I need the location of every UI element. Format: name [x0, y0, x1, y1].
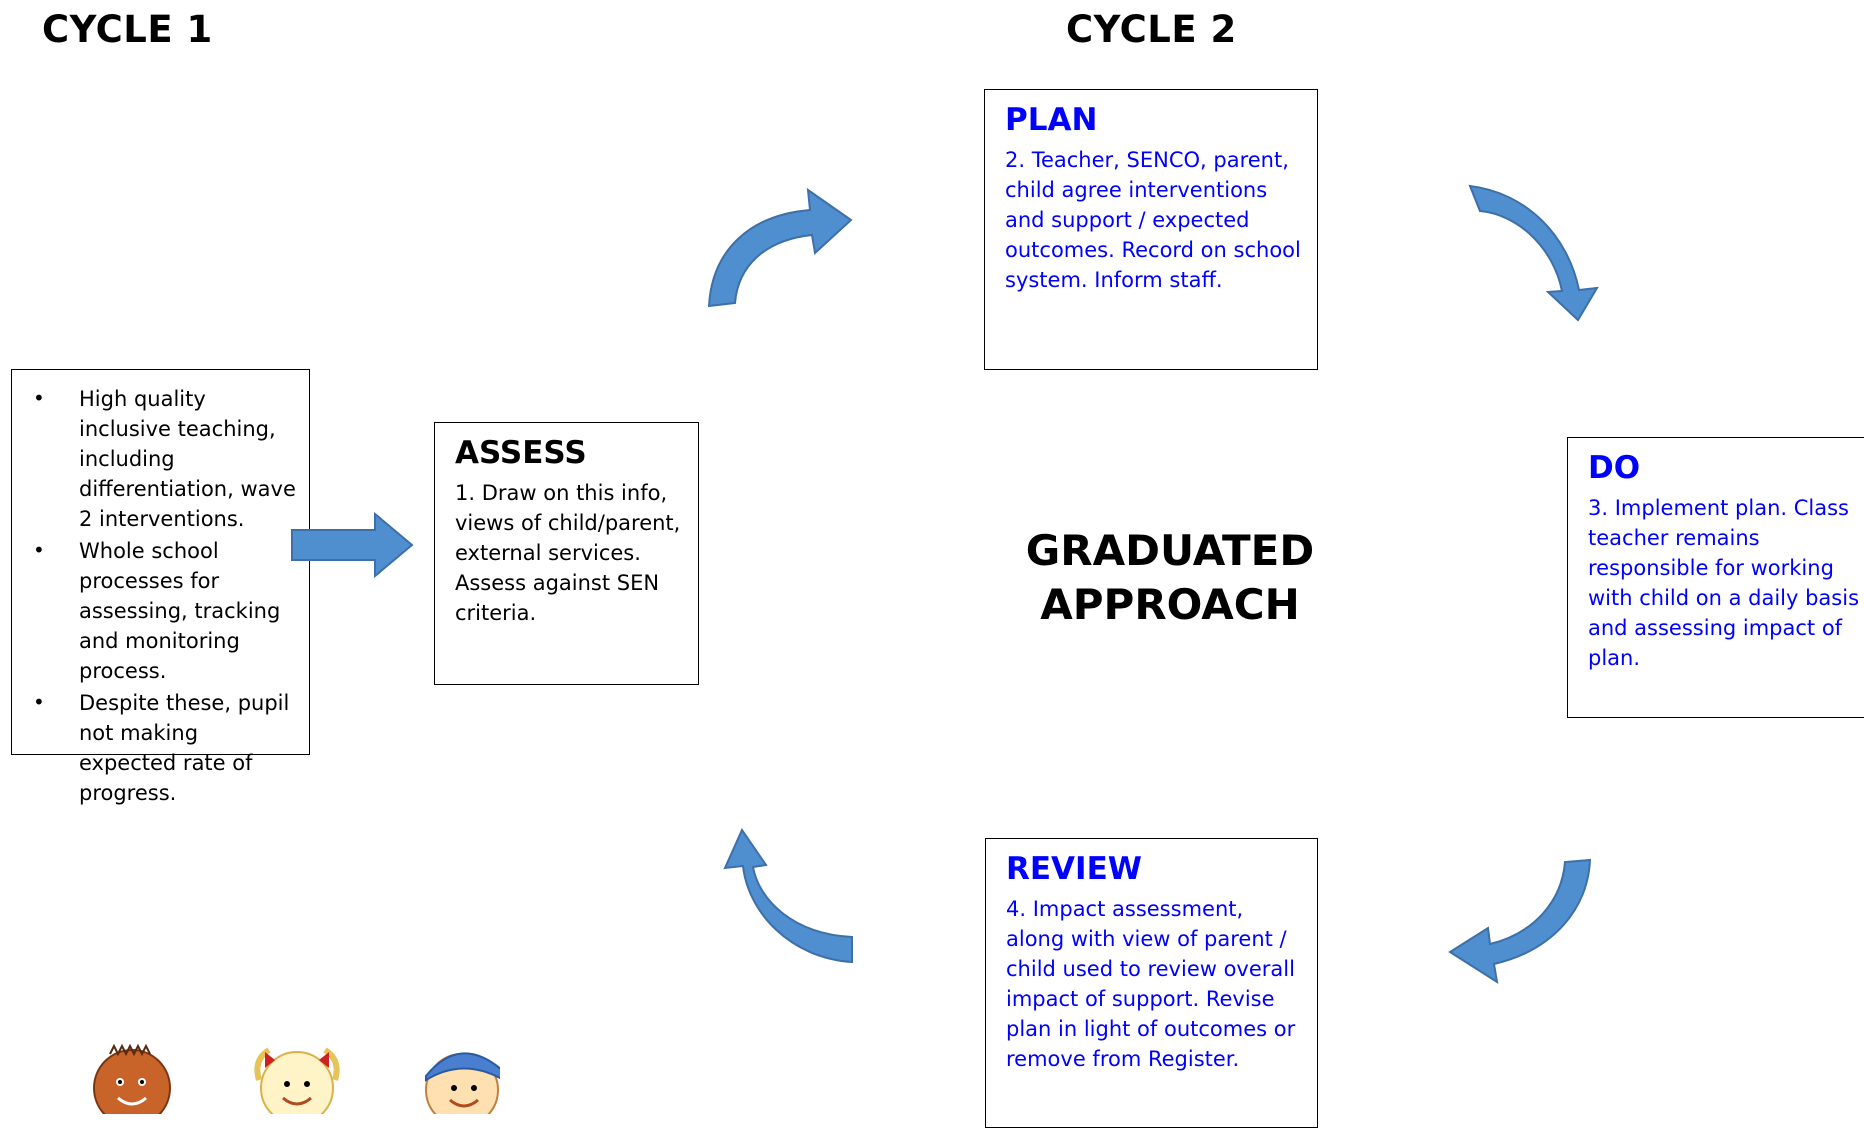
- curved-arrow-icon: [723, 827, 853, 964]
- plan-title: PLAN: [1005, 102, 1098, 138]
- review-box: REVIEW 4. Impact assessment, along with …: [985, 838, 1318, 1128]
- plan-text: 2. Teacher, SENCO, parent, child agree i…: [1005, 148, 1301, 293]
- prerequisite-text: High quality inclusive teaching, includi…: [79, 387, 296, 532]
- prerequisite-item: • Whole school processes for assessing, t…: [12, 536, 299, 686]
- review-text: 4. Impact assessment, along with view of…: [1006, 897, 1296, 1072]
- curved-arrow-icon: [1448, 858, 1592, 985]
- prerequisite-text: Whole school processes for assessing, tr…: [79, 539, 281, 684]
- bullet-icon: •: [33, 538, 45, 563]
- child-face-icon: [93, 1043, 171, 1114]
- bullet-icon: •: [33, 386, 45, 410]
- do-title: DO: [1588, 450, 1641, 486]
- center-title-line-2: APPROACH: [1040, 579, 1300, 629]
- cycle-1-title: CYCLE 1: [42, 8, 213, 51]
- assess-title: ASSESS: [455, 435, 587, 471]
- curved-arrow-icon: [707, 187, 853, 308]
- prerequisite-item: • High quality inclusive teaching, includ…: [12, 384, 299, 534]
- children-faces-image: [93, 1043, 500, 1114]
- do-text: 3. Implement plan. Class teacher remains…: [1588, 496, 1860, 671]
- prerequisites-list: • High quality inclusive teaching, includ…: [12, 384, 299, 808]
- review-title: REVIEW: [1006, 851, 1142, 887]
- assess-text: 1. Draw on this info, views of child/par…: [455, 481, 681, 626]
- bullet-icon: •: [33, 690, 45, 715]
- right-arrow-icon: [291, 511, 414, 579]
- child-face-icon: [254, 1047, 340, 1114]
- curved-arrow-icon: [1468, 184, 1599, 322]
- center-title-line-1: GRADUATED: [1025, 526, 1315, 575]
- assess-box: ASSESS 1. Draw on this info, views of ch…: [434, 422, 699, 685]
- child-face-icon: [425, 1052, 500, 1114]
- cycle-2-title: CYCLE 2: [1066, 8, 1237, 51]
- prerequisite-text: Despite these, pupil not making expected…: [79, 691, 290, 806]
- prerequisite-item: • Despite these, pupil not making expecte…: [12, 688, 299, 808]
- plan-box: PLAN 2. Teacher, SENCO, parent, child ag…: [984, 89, 1318, 370]
- prerequisites-box: • High quality inclusive teaching, includ…: [11, 369, 310, 805]
- do-box: DO 3. Implement plan. Class teacher rema…: [1567, 437, 1864, 718]
- graduated-approach-title: GRADUATED APPROACH: [968, 524, 1372, 632]
